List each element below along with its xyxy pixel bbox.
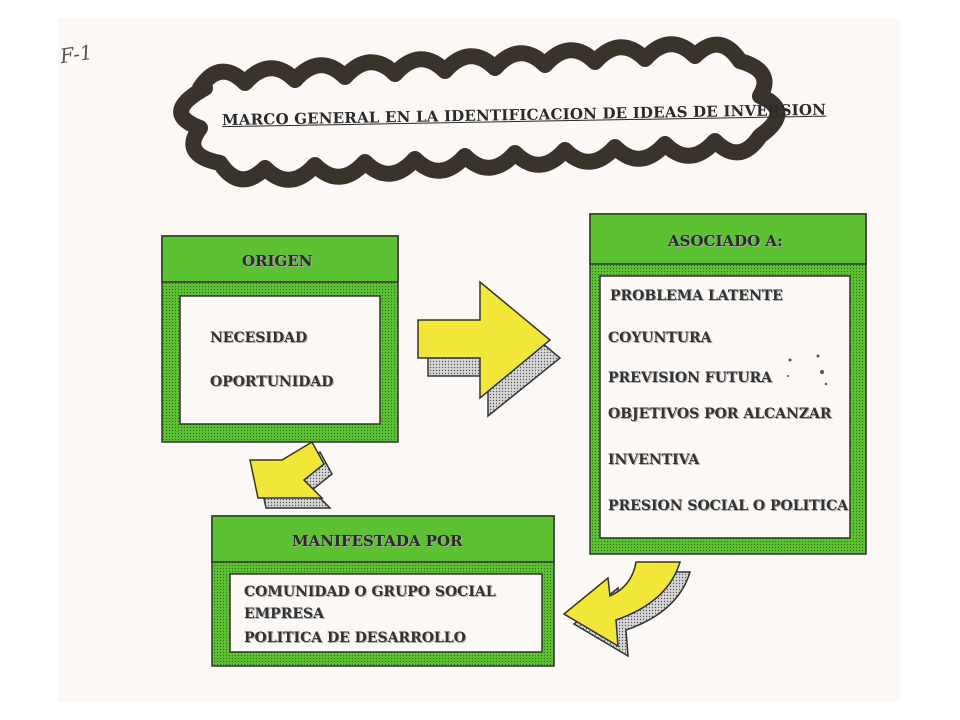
asociado-box [589, 213, 867, 555]
manifestada-header: MANIFESTADA POR [292, 532, 463, 550]
asociado-item: PRESION SOCIAL O POLITICA [608, 498, 849, 514]
manifestada-box [211, 515, 555, 667]
asociado-item: PROBLEMA LATENTE [610, 288, 783, 304]
origen-item: NECESIDAD [210, 330, 308, 346]
origen-box [161, 235, 399, 443]
arrow-curved [562, 561, 692, 658]
asociado-header: ASOCIADO A: [668, 232, 783, 250]
asociado-item: COYUNTURA [608, 330, 712, 346]
asociado-item: INVENTIVA [608, 452, 700, 468]
asociado-item: OBJETIVOS POR ALCANZAR [608, 406, 832, 422]
arrow-down-left [249, 440, 333, 509]
arrow-right [417, 280, 562, 418]
ink-specks [787, 354, 828, 386]
origen-item: OPORTUNIDAD [210, 374, 334, 390]
manifestada-item: EMPRESA [244, 606, 324, 622]
manifestada-item: COMUNIDAD O GRUPO SOCIAL [244, 584, 496, 600]
origen-header: ORIGEN [242, 252, 313, 270]
asociado-item: PREVISION FUTURA [608, 370, 773, 386]
title-cloud [173, 36, 786, 188]
manifestada-item: POLITICA DE DESARROLLO [244, 630, 466, 646]
